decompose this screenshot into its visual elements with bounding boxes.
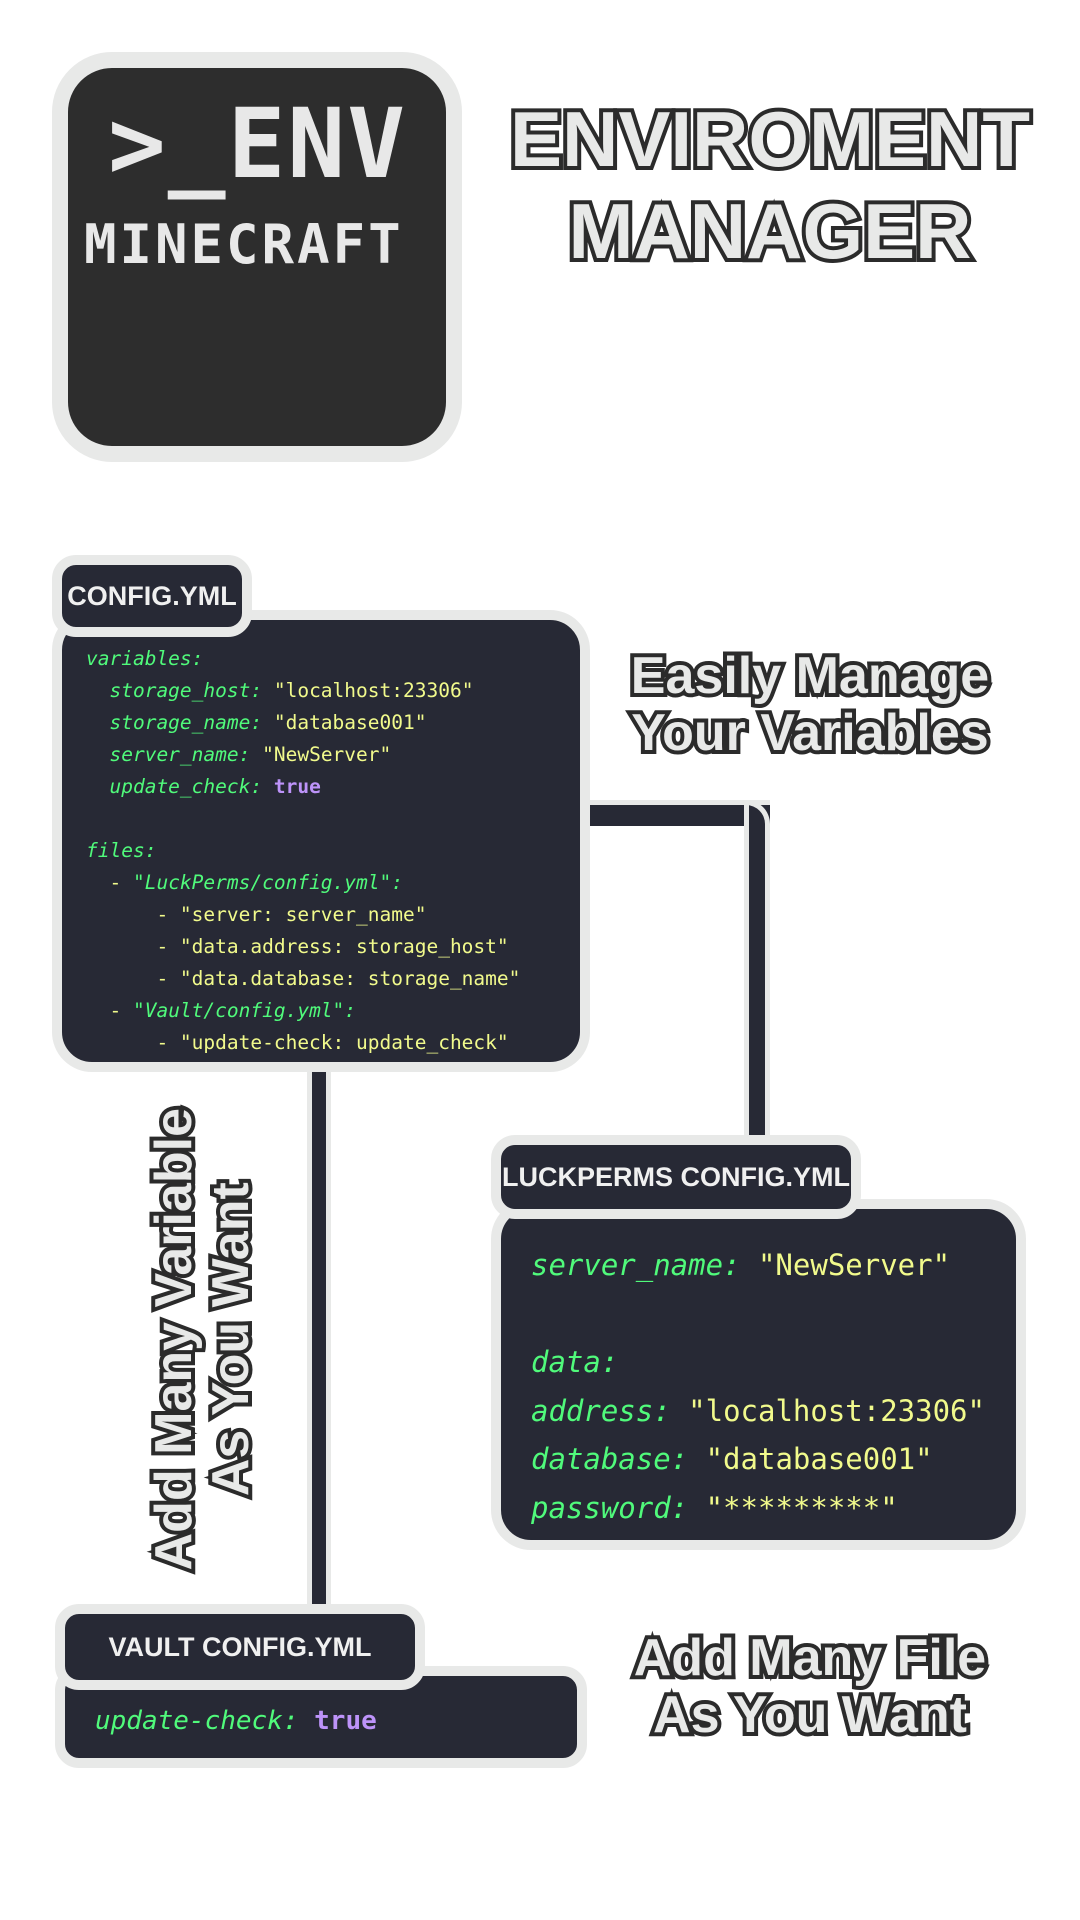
- yaml-key: update-check:: [95, 1706, 299, 1736]
- yaml-value: "NewServer": [250, 743, 392, 766]
- luckperms-code: server_name: "NewServer" data: address: "l…: [531, 1241, 1016, 1532]
- indent: -: [86, 903, 180, 926]
- vault-code: update-check: true: [95, 1706, 577, 1736]
- caption-variables: Easily Manage Your Variables: [590, 643, 1030, 766]
- connector-vertical-left: [307, 1065, 331, 1610]
- yaml-value: "NewServer": [740, 1248, 951, 1282]
- caption-line: Add Many File: [630, 1625, 990, 1690]
- indent: [86, 711, 109, 734]
- luckperms-tab[interactable]: LUCKPERMS CONFIG.YML: [491, 1135, 861, 1219]
- code-line: files:: [86, 835, 580, 867]
- code-line: storage_host: "localhost:23306": [86, 675, 580, 707]
- config-code: variables: storage_host: "localhost:2330…: [86, 643, 580, 1059]
- code-line: - "update-check: update_check": [86, 1027, 580, 1059]
- caption-many-variables: Add Many Variable As You Want: [141, 1059, 264, 1619]
- yaml-value: true: [262, 775, 321, 798]
- yaml-key: storage_name:: [109, 711, 263, 734]
- indent: -: [86, 967, 180, 990]
- yaml-value: "database001": [688, 1442, 933, 1476]
- code-line: update_check: true: [86, 771, 580, 803]
- caption-line: As You Want: [198, 1178, 264, 1500]
- yaml-key: server_name:: [109, 743, 251, 766]
- code-line: - "server: server_name": [86, 899, 580, 931]
- title-line-2: MANAGER: [565, 187, 976, 275]
- page-title: ENVIROMENT MANAGER: [490, 95, 1050, 275]
- yaml-value: "localhost:23306": [262, 679, 474, 702]
- yaml-key: variables:: [86, 647, 204, 670]
- code-line: - "LuckPerms/config.yml":: [86, 867, 580, 899]
- yaml-value: "update-check: update_check": [179, 1031, 509, 1054]
- caption-line: As You Want: [649, 1682, 971, 1747]
- yaml-key: files:: [86, 839, 157, 862]
- code-line: server_name: "NewServer": [86, 739, 580, 771]
- yaml-key: update_check:: [109, 775, 263, 798]
- config-panel: variables: storage_host: "localhost:2330…: [52, 610, 590, 1072]
- vault-tab[interactable]: VAULT CONFIG.YML: [55, 1604, 425, 1690]
- yaml-value: "localhost:23306": [670, 1393, 985, 1428]
- code-line: server_name: "NewServer": [531, 1241, 1016, 1290]
- yaml-key: "LuckPerms/config.yml":: [132, 871, 403, 894]
- code-line: data:: [531, 1338, 1016, 1387]
- code-line: variables:: [86, 643, 580, 675]
- connector-horizontal: [580, 800, 770, 826]
- indent: [86, 743, 109, 766]
- yaml-key: data:: [531, 1345, 619, 1379]
- yaml-value: "server: server_name": [179, 903, 427, 926]
- code-line: password: "*********": [531, 1484, 1016, 1533]
- yaml-value: true: [298, 1706, 377, 1736]
- caption-line: Your Variables: [627, 700, 992, 765]
- yaml-value: "data.database: storage_name": [179, 967, 521, 990]
- indent: -: [86, 935, 180, 958]
- yaml-key: password:: [531, 1490, 689, 1525]
- code-line: - "Vault/config.yml":: [86, 995, 580, 1027]
- yaml-key: storage_host:: [109, 679, 263, 702]
- indent: [86, 679, 109, 702]
- code-line: database: "database001": [531, 1435, 1016, 1484]
- yaml-key: address:: [531, 1393, 671, 1428]
- logo-minecraft-text: MINECRAFT: [84, 213, 404, 276]
- yaml-key: "Vault/config.yml":: [132, 999, 357, 1022]
- code-line: - "data.database: storage_name": [86, 963, 580, 995]
- indent: -: [86, 1031, 180, 1054]
- caption-line: Easily Manage: [627, 643, 993, 708]
- caption-line: Add Many Variable: [141, 1104, 207, 1574]
- caption-many-files: Add Many File As You Want: [590, 1625, 1030, 1748]
- luckperms-panel: server_name: "NewServer" data: address: "l…: [491, 1199, 1026, 1550]
- title-line-1: ENVIROMENT: [506, 95, 1034, 183]
- code-line: [531, 1290, 1016, 1339]
- indent: -: [86, 999, 133, 1022]
- yaml-value: "data.address: storage_host": [179, 935, 509, 958]
- code-line: [86, 803, 580, 835]
- logo-env-text: >_ENV: [108, 88, 407, 200]
- connector-vertical-right: [744, 800, 770, 1145]
- yaml-key: database:: [531, 1442, 689, 1476]
- code-line: address: "localhost:23306": [531, 1387, 1016, 1436]
- app-logo: >_ENV MINECRAFT: [52, 52, 462, 462]
- yaml-value: "*********": [688, 1490, 898, 1525]
- code-line: - "data.address: storage_host": [86, 931, 580, 963]
- code-line: storage_name: "database001": [86, 707, 580, 739]
- yaml-value: "database001": [262, 711, 427, 734]
- indent: -: [86, 871, 133, 894]
- config-tab[interactable]: CONFIG.YML: [52, 555, 252, 637]
- yaml-key: server_name:: [531, 1248, 741, 1282]
- indent: [86, 775, 109, 798]
